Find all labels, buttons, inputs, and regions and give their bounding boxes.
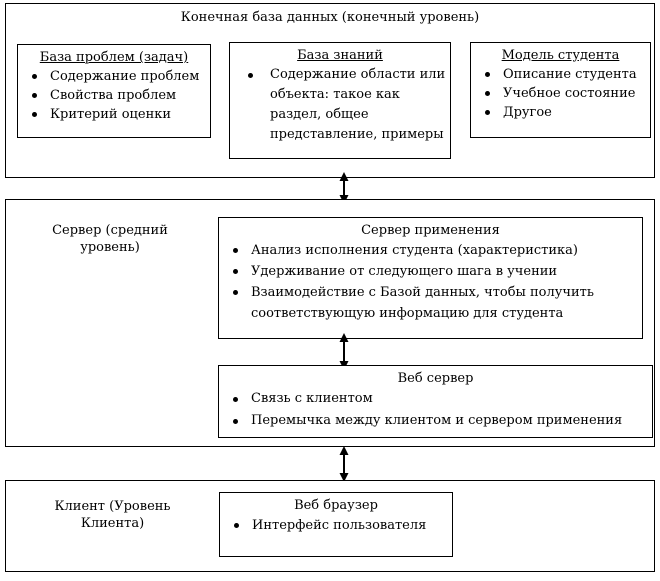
box-web-browser-heading: Веб браузер bbox=[294, 498, 378, 513]
list-item: Другое bbox=[471, 103, 650, 122]
box-application-server-heading: Сервер применения bbox=[361, 223, 500, 238]
list-item: Содержание области или объекта: такое ка… bbox=[230, 65, 450, 145]
list-item: Свойства проблем bbox=[18, 86, 210, 105]
box-student-model-list: Описание студента Учебное состояние Друг… bbox=[471, 65, 650, 122]
box-web-browser-list: Интерфейс пользователя bbox=[220, 515, 452, 536]
box-knowledge-base: База знаний Содержание области или объек… bbox=[229, 42, 451, 159]
list-item: Перемычка между клиентом и сервером прим… bbox=[219, 410, 652, 432]
box-application-server: Сервер применения Анализ исполнения студ… bbox=[218, 217, 643, 339]
list-item: Анализ исполнения студента (характеристи… bbox=[219, 240, 642, 261]
list-item: Взаимодействие с Базой данных, чтобы пол… bbox=[219, 282, 642, 324]
box-problem-base: База проблем (задач) Содержание проблем … bbox=[17, 44, 211, 138]
box-web-server: Веб сервер Связь с клиентом Перемычка ме… bbox=[218, 365, 653, 438]
tier-database-title: Конечная база данных (конечный уровень) bbox=[180, 10, 480, 25]
box-web-server-list: Связь с клиентом Перемычка между клиенто… bbox=[219, 388, 652, 432]
box-problem-base-heading: База проблем (задач) bbox=[39, 50, 189, 65]
double-arrow-icon-webserver-client bbox=[339, 446, 349, 482]
list-item: Описание студента bbox=[471, 65, 650, 84]
list-item: Критерий оценки bbox=[18, 105, 210, 124]
list-item: Связь с клиентом bbox=[219, 388, 652, 410]
box-student-model: Модель студента Описание студента Учебно… bbox=[470, 42, 651, 138]
tier-client-title: Клиент (Уровень Клиента) bbox=[54, 499, 171, 531]
list-item: Содержание проблем bbox=[18, 67, 210, 86]
box-knowledge-base-list: Содержание области или объекта: такое ка… bbox=[230, 65, 450, 145]
box-knowledge-base-heading: База знаний bbox=[297, 48, 383, 63]
box-web-browser: Веб браузер Интерфейс пользователя bbox=[219, 492, 453, 557]
box-problem-base-list: Содержание проблем Свойства проблем Крит… bbox=[18, 67, 210, 124]
list-item: Учебное состояние bbox=[471, 84, 650, 103]
box-web-server-heading: Веб сервер bbox=[397, 371, 474, 386]
box-student-model-heading: Модель студента bbox=[501, 48, 620, 63]
list-item: Интерфейс пользователя bbox=[220, 515, 452, 536]
tier-server-title: Сервер (средний уровень) bbox=[52, 223, 168, 255]
box-application-server-list: Анализ исполнения студента (характеристи… bbox=[219, 240, 642, 324]
list-item: Удерживание от следующего шага в учении bbox=[219, 261, 642, 282]
